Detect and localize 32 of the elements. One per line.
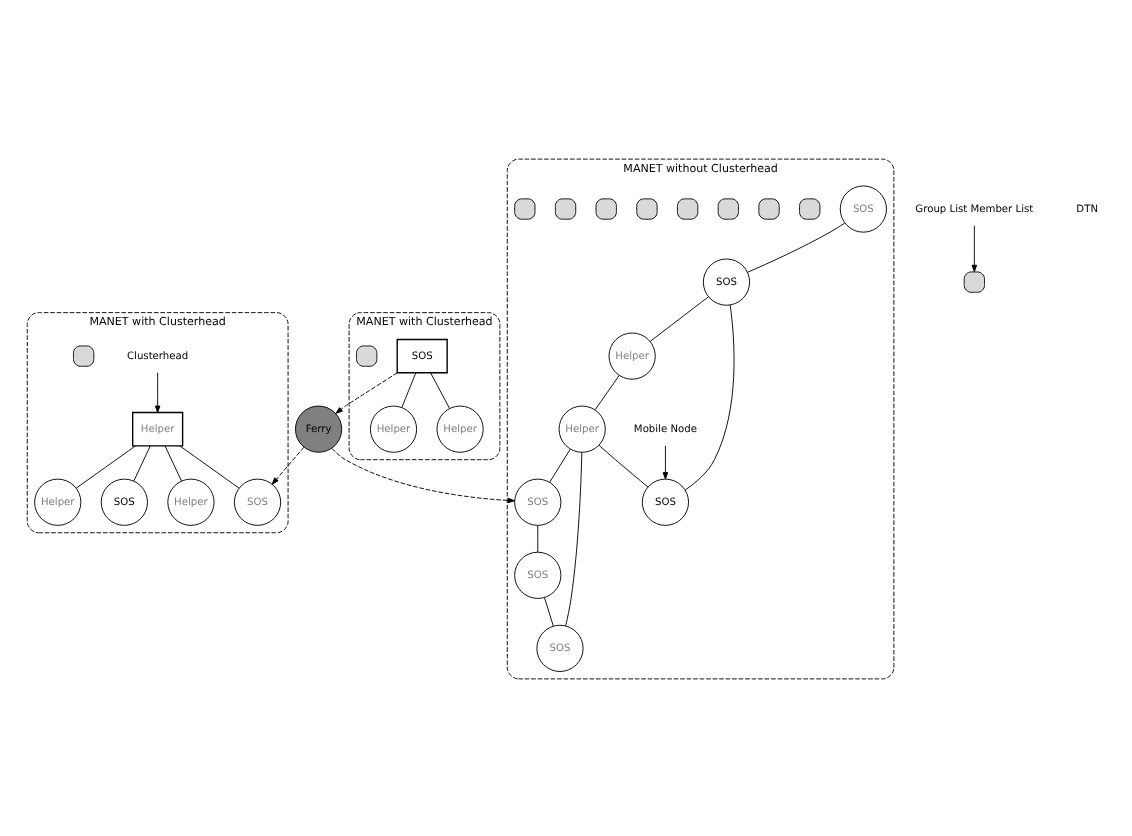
connector (544, 596, 554, 626)
arrow (331, 446, 515, 503)
node-box (799, 197, 821, 219)
node-box (717, 197, 739, 219)
node-box (595, 197, 617, 219)
connector (401, 371, 417, 407)
node-box (73, 344, 95, 366)
connector (179, 444, 240, 488)
arrow (271, 445, 305, 484)
connector (684, 303, 735, 490)
arrow (662, 444, 669, 479)
node-box (677, 197, 699, 219)
connector (133, 444, 151, 481)
connector (747, 221, 846, 272)
arrow (335, 371, 398, 413)
connector (649, 295, 709, 341)
node-box (554, 197, 577, 219)
connector (164, 444, 182, 481)
node-box (356, 344, 378, 366)
connector (598, 443, 649, 487)
arrow (971, 224, 978, 272)
node-box (514, 197, 536, 219)
connector (565, 451, 583, 626)
connector (594, 373, 620, 410)
connector (537, 524, 539, 552)
node-box (636, 197, 658, 219)
connector (549, 447, 571, 482)
node-box (758, 197, 780, 219)
connector (75, 444, 136, 488)
connector (430, 371, 450, 408)
arrow (154, 371, 161, 412)
node-box (963, 270, 985, 292)
